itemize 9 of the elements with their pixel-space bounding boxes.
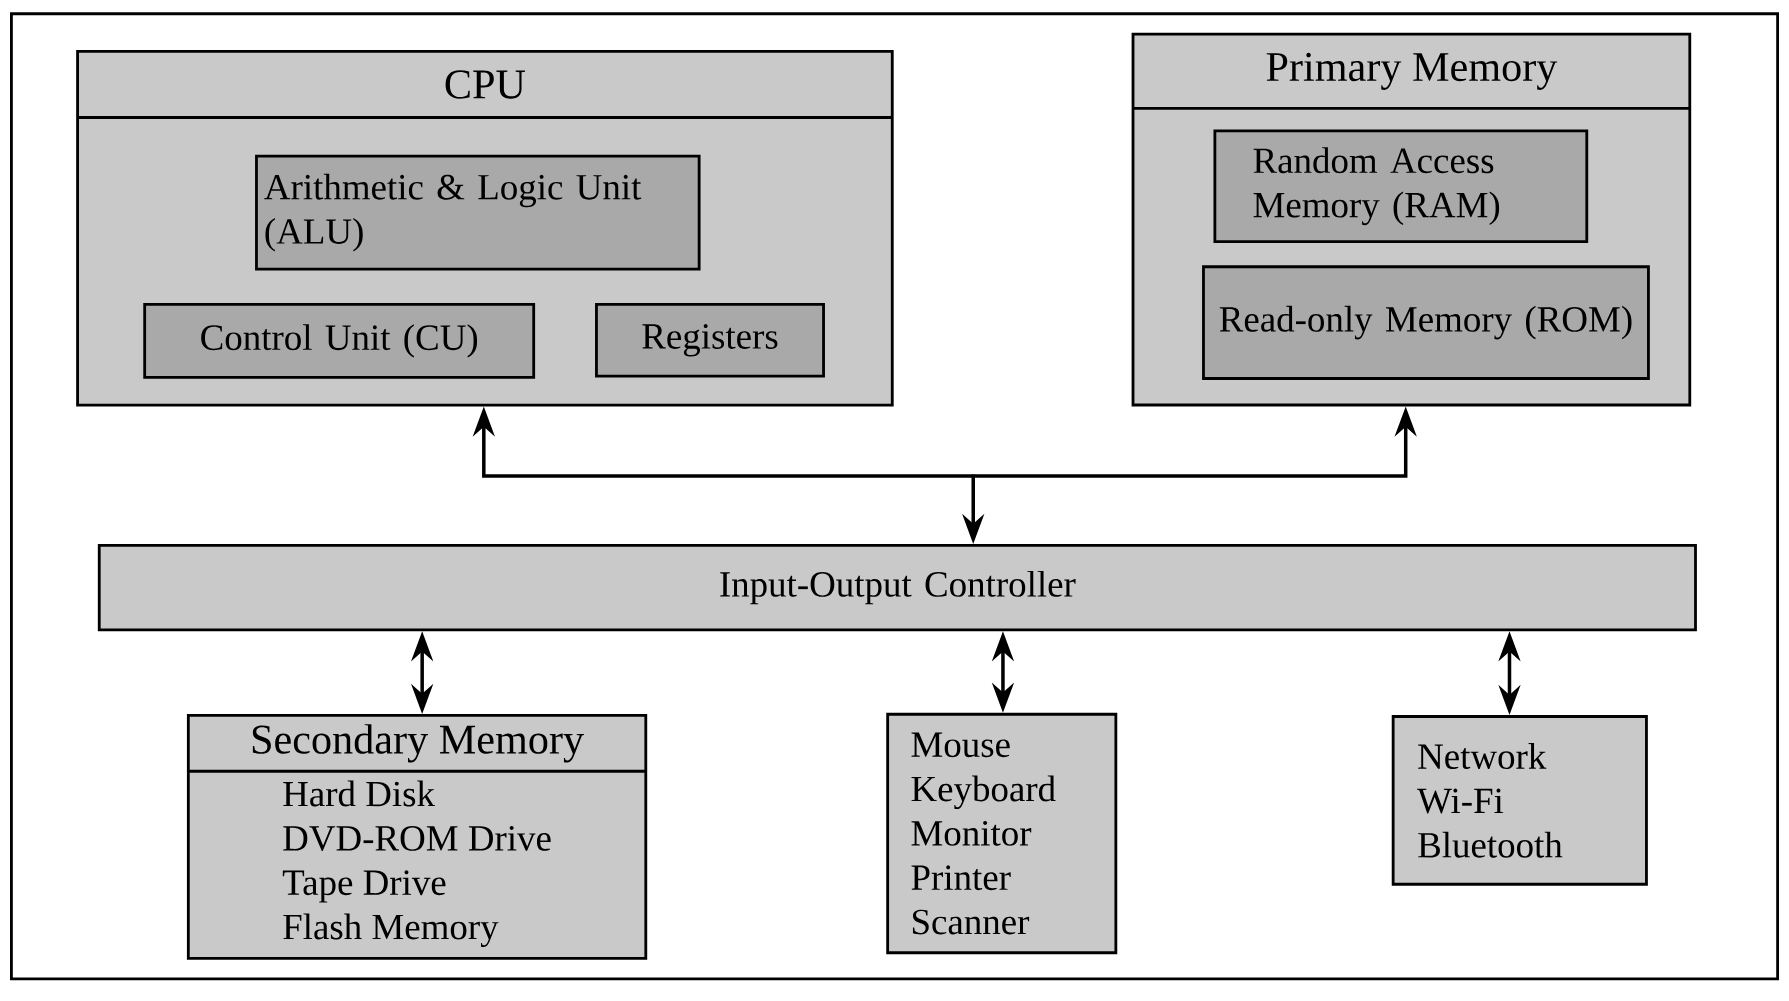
unit-box: Registers [595,303,825,378]
device-box: Secondary Memory Hard Disk DVD-ROM Drive Tape Drive Flash Memory [186,714,648,960]
memory-box: Read-only Memory (ROM) [1202,265,1650,381]
unit-box: Control Unit (CU) [143,303,536,379]
controller-bar: Input-Output Controller [97,544,1697,632]
device-box: Mouse Keyboard Monitor Printer Scanner [886,713,1118,955]
memory-box: Random Access Memory (RAM) [1213,129,1589,244]
device-box: Network Wi-Fi Bluetooth [1391,715,1648,886]
unit-box: Arithmetic & Logic Unit (ALU) [255,154,701,271]
